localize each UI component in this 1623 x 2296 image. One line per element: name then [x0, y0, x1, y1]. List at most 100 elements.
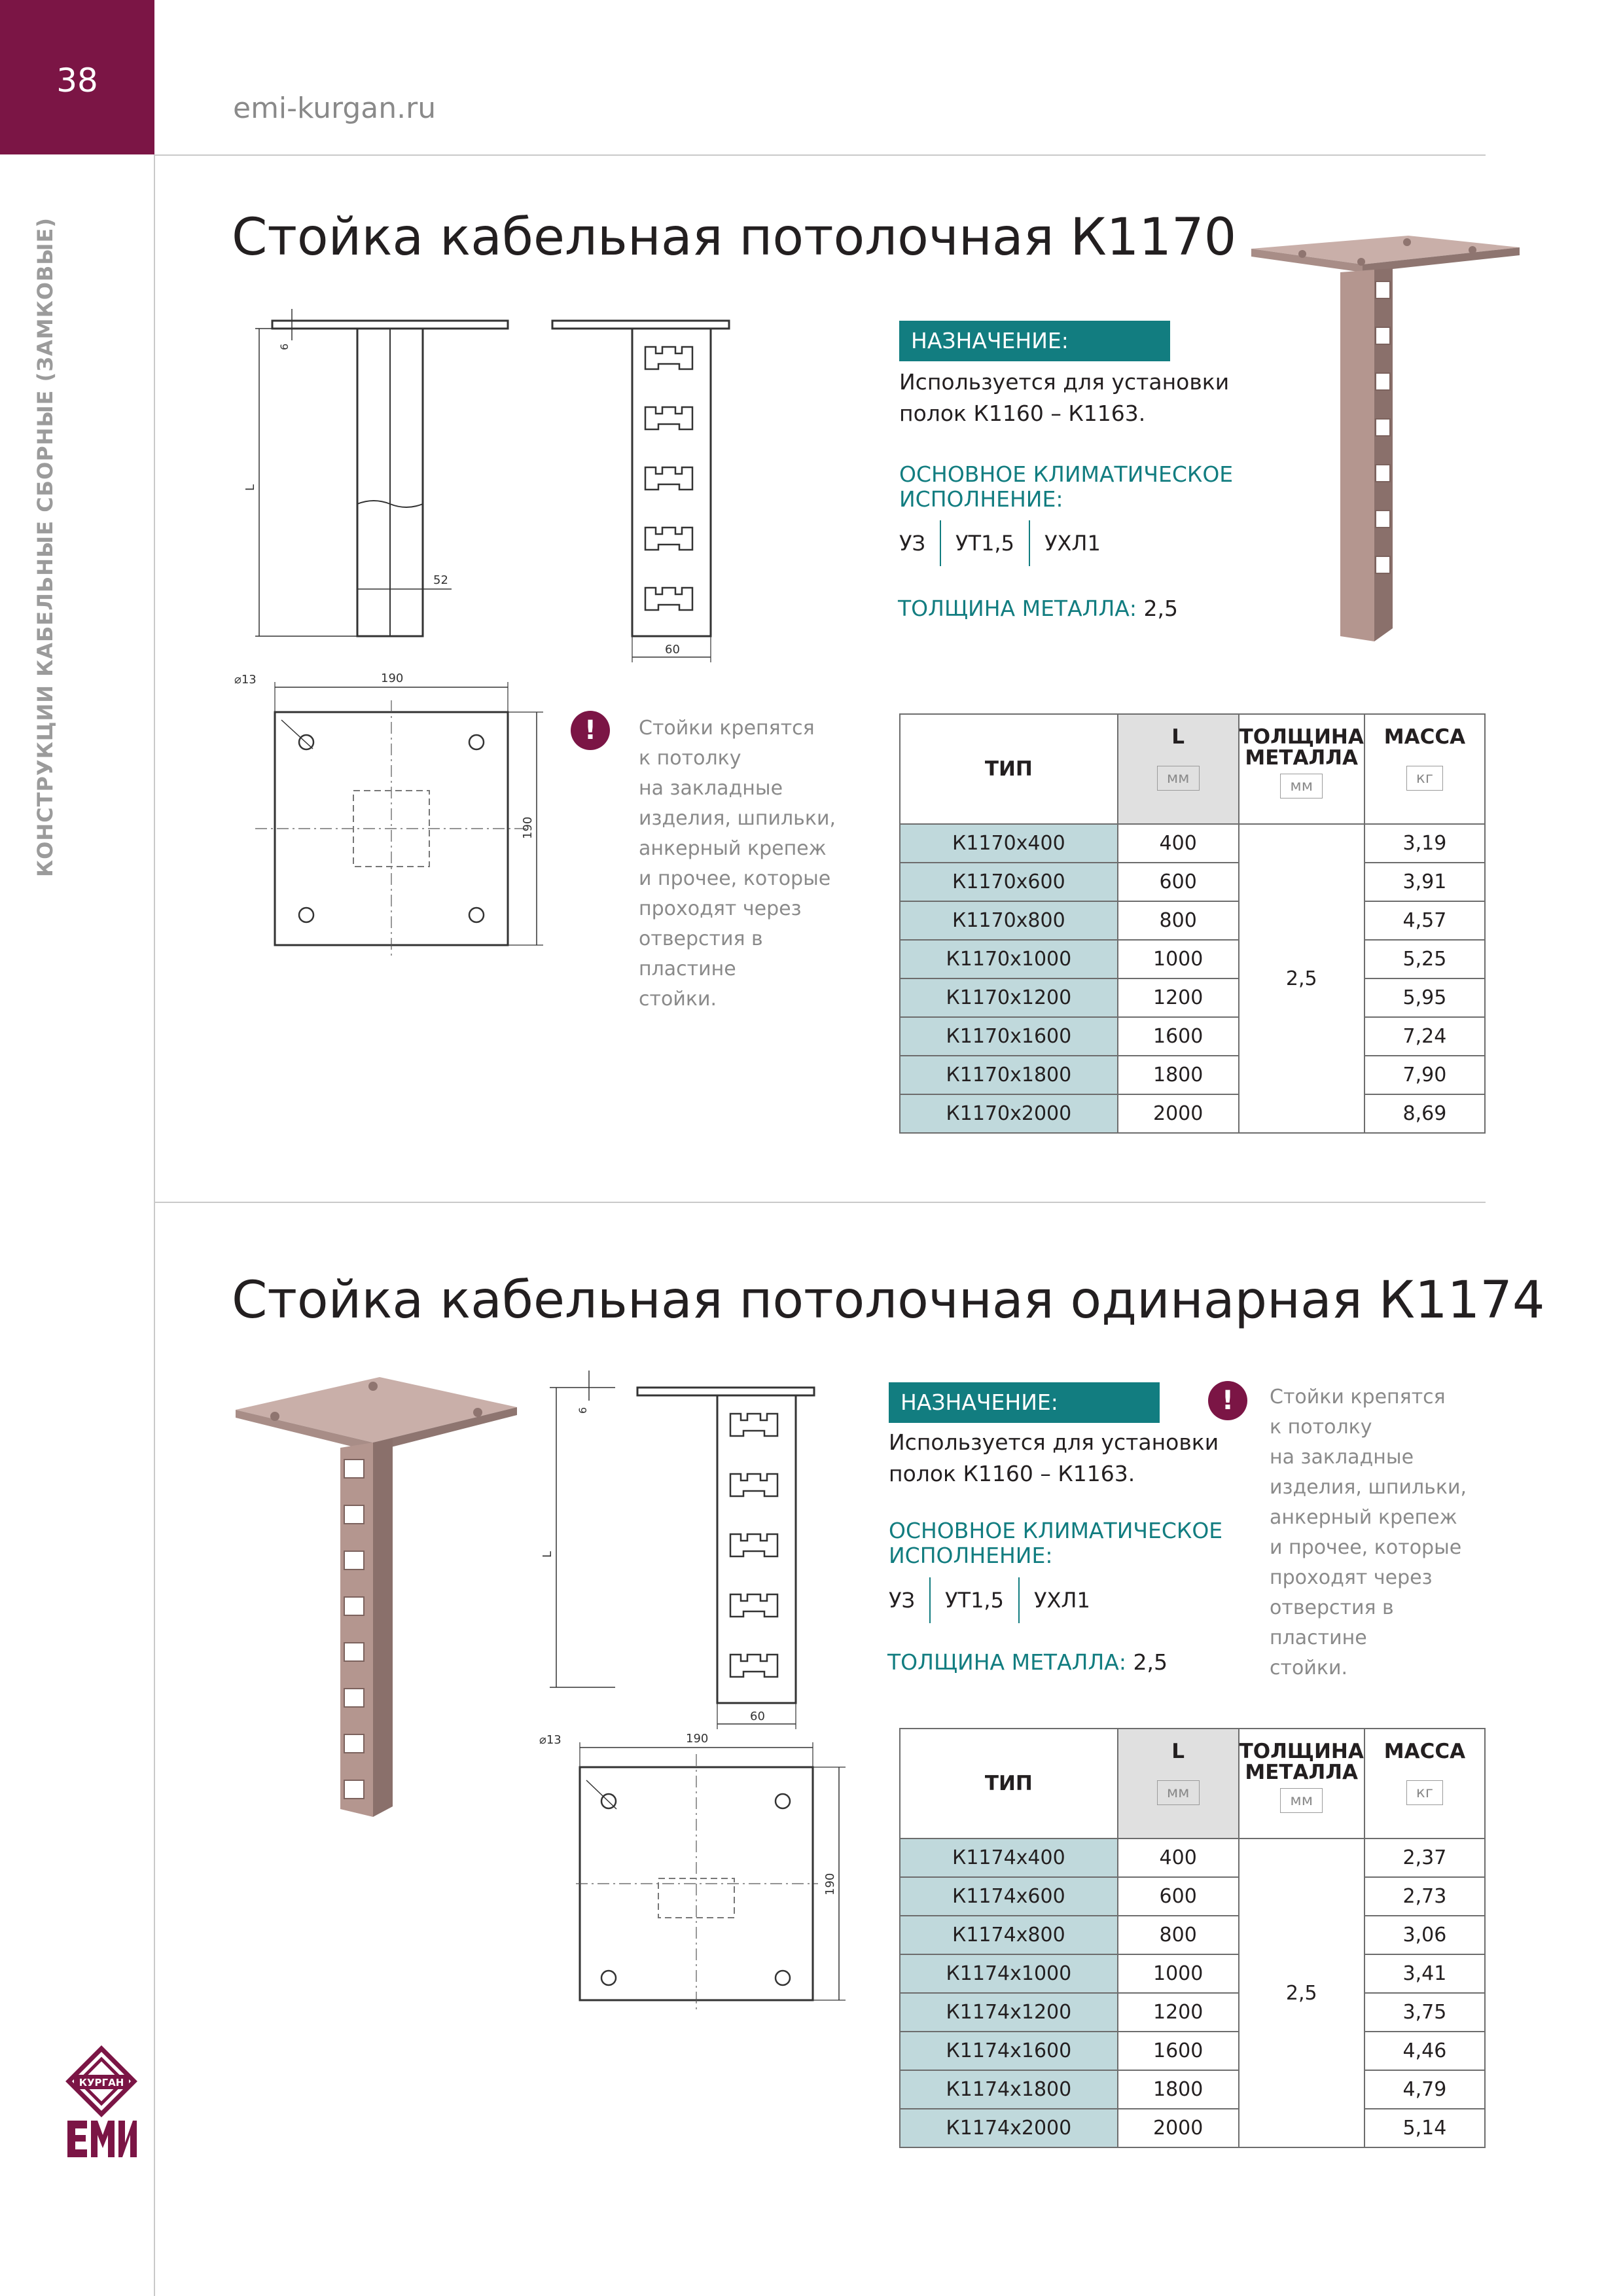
cell-type: К1170х400 [899, 823, 1118, 863]
section2-thickness: ТОЛЩИНА МЕТАЛЛА: 2,5 [887, 1649, 1168, 1675]
dim-hole: ⌀13 [539, 1733, 562, 1747]
cell-length: 1200 [1116, 1992, 1240, 2032]
note-line: и прочее, которые [639, 867, 831, 890]
dim-plate-height: 190 [521, 817, 535, 839]
cell-type: К1174х1800 [899, 2070, 1118, 2109]
cell-thickness: 2,5 [1238, 1838, 1365, 2148]
cell-mass: 3,41 [1363, 1954, 1486, 1994]
emi-logo: КУРГАН [65, 2045, 137, 2157]
note-line: Стойки крепятся [1270, 1386, 1446, 1408]
dim-thickness: 6 [278, 344, 291, 350]
header-type: ТИП [899, 713, 1118, 825]
dim-length: L [243, 484, 257, 491]
cell-mass: 7,90 [1363, 1055, 1486, 1095]
cell-mass: 3,91 [1363, 862, 1486, 902]
site-url[interactable]: emi-kurgan.ru [233, 92, 437, 125]
cell-mass: 8,69 [1363, 1094, 1486, 1134]
thickness-label: ТОЛЩИНА МЕТАЛЛА: [898, 596, 1137, 621]
section1-climate-label: ОСНОВНОЕ КЛИМАТИЧЕСКОЕ ИСПОЛНЕНИЕ: [899, 462, 1233, 512]
lock-slot [644, 586, 694, 611]
climate-label-line-2: ИСПОЛНЕНИЕ: [889, 1543, 1053, 1568]
unit-badge: мм [1156, 1780, 1200, 1805]
section1-side-view-drawing: 6 L 52 [243, 309, 509, 637]
note-line: проходят через [639, 897, 802, 920]
lock-slot [729, 1473, 779, 1498]
cell-length: 1000 [1116, 939, 1240, 979]
cell-length: 800 [1116, 901, 1240, 941]
cell-type: К1174х1600 [899, 2031, 1118, 2071]
left-margin-rule [154, 154, 155, 2296]
unit-badge: кг [1406, 766, 1443, 791]
climate-value: УЗ [889, 1588, 916, 1613]
note-line: проходят через [1270, 1566, 1433, 1589]
header-thick-line: МЕТАЛЛА [1245, 1761, 1359, 1784]
cell-type: К1174х800 [899, 1915, 1118, 1955]
climate-value: УХЛ1 [1033, 1588, 1090, 1613]
climate-value: УХЛ1 [1044, 531, 1101, 556]
cell-mass: 2,73 [1363, 1876, 1486, 1916]
cell-type: К1170х1600 [899, 1016, 1118, 1056]
unit-badge: мм [1280, 1788, 1323, 1813]
unit-badge: мм [1156, 766, 1200, 791]
section1-thickness: ТОЛЩИНА МЕТАЛЛА: 2,5 [898, 596, 1178, 621]
page-number-box [0, 0, 154, 154]
cell-length: 1200 [1116, 978, 1240, 1018]
cell-mass: 4,79 [1363, 2070, 1486, 2109]
note-line: анкерный крепеж [639, 837, 827, 860]
cell-length: 600 [1116, 1876, 1240, 1916]
section-divider [154, 1202, 1486, 1203]
cell-length: 1000 [1116, 1954, 1240, 1994]
unit-badge: мм [1280, 774, 1323, 798]
cell-type: К1170х600 [899, 862, 1118, 902]
header-thick-line: ТОЛЩИНА [1239, 725, 1364, 749]
section2-product-render [236, 1377, 517, 1817]
purpose-line-2: полок К1160 – К1163. [899, 401, 1146, 426]
cell-type: К1174х2000 [899, 2108, 1118, 2148]
cell-mass: 5,95 [1363, 978, 1486, 1018]
cell-length: 600 [1116, 862, 1240, 902]
climate-label-line-2: ИСПОЛНЕНИЕ: [899, 486, 1063, 512]
note-line: к потолку [1270, 1416, 1372, 1439]
cell-mass: 5,25 [1363, 939, 1486, 979]
cell-type: К1170х1000 [899, 939, 1118, 979]
header-thick-line: ТОЛЩИНА [1239, 1740, 1364, 1763]
climate-value: УЗ [899, 531, 926, 556]
lock-slot [729, 1412, 779, 1437]
thickness-value: 2,5 [1133, 1649, 1168, 1675]
thickness-label: ТОЛЩИНА МЕТАЛЛА: [887, 1649, 1126, 1675]
cell-type: К1174х1200 [899, 1992, 1118, 2032]
section1-mount-note: Стойки крепятся к потолку на закладные и… [639, 713, 861, 1014]
cell-mass: 3,19 [1363, 823, 1486, 863]
unit-badge: кг [1406, 1780, 1443, 1805]
dim-width-60: 60 [665, 643, 680, 656]
note-line: стойки. [1270, 1657, 1347, 1679]
header-l-label: L [1171, 1740, 1185, 1763]
cell-mass: 3,75 [1363, 1992, 1486, 2032]
profile-outline [631, 327, 712, 637]
section2-mount-note: Стойки крепятся к потолку на закладные и… [1270, 1382, 1492, 1683]
cell-mass: 2,37 [1363, 1838, 1486, 1878]
cell-type: К1174х600 [899, 1876, 1118, 1916]
cell-mass: 7,24 [1363, 1016, 1486, 1056]
dim-plate-height: 190 [823, 1873, 837, 1895]
purpose-line-1: Используется для установки [899, 369, 1230, 395]
cell-length: 1800 [1116, 1055, 1240, 1095]
dim-plate-width: 190 [686, 1732, 708, 1746]
cell-mass: 4,46 [1363, 2031, 1486, 2071]
cell-type: К1170х2000 [899, 1094, 1118, 1134]
section2-dim-drawing: 6 L [541, 1371, 615, 1688]
climate-label-line-1: ОСНОВНОЕ КЛИМАТИЧЕСКОЕ [889, 1518, 1223, 1543]
note-line: отверстия в пластине [1270, 1596, 1394, 1649]
cell-length: 800 [1116, 1915, 1240, 1955]
